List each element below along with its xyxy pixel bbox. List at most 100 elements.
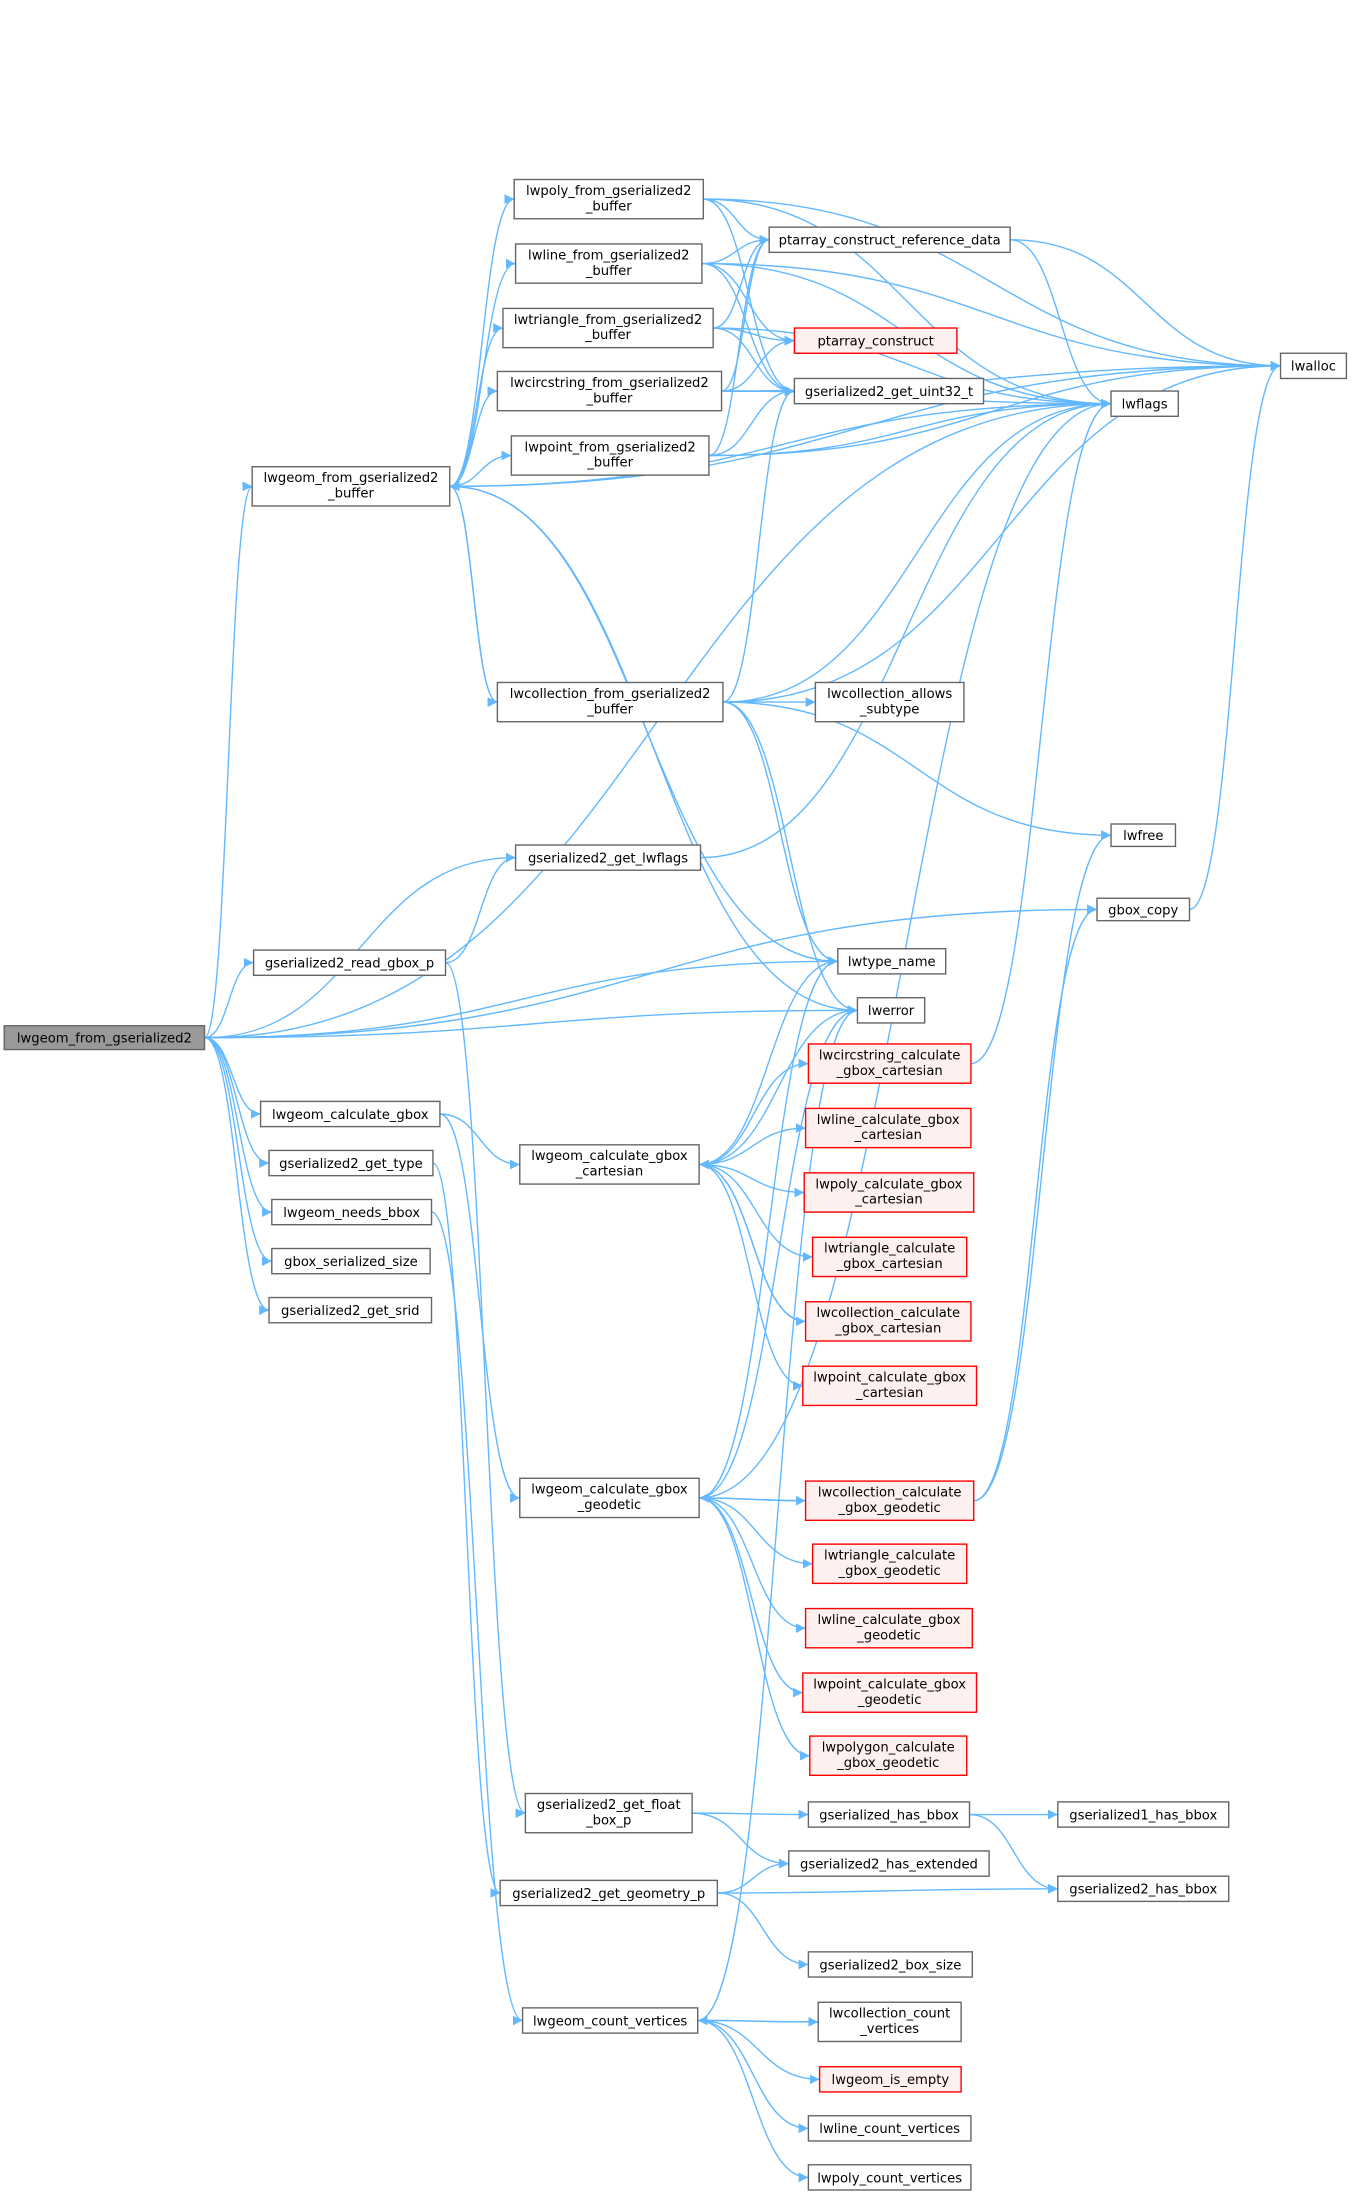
node-lwpoly-count-vertices[interactable]: lwpoly_count_vertices	[807, 2164, 972, 2191]
node-gserialized2-get-type[interactable]: gserialized2_get_type	[268, 1149, 434, 1177]
node-box	[807, 1801, 971, 1828]
edge-countv-to-linecount	[697, 2019, 809, 2134]
node-label: _gbox_geodetic	[838, 1564, 941, 1579]
node-label: lwgeom_calculate_gbox	[272, 1108, 429, 1123]
edge-root-to-needsbbox	[204, 1036, 272, 1217]
node-gserialized2-has-bbox[interactable]: gserialized2_has_bbox	[1057, 1875, 1230, 1903]
node-lwcollection-from-gserialized2-buffer[interactable]: lwcollection_from_gserialized2_buffer	[496, 681, 724, 723]
edge-coll-to-lwerror	[722, 701, 858, 1016]
node-box	[514, 844, 702, 871]
edge-point-to-u32	[708, 386, 795, 457]
node-gserialized2-read-gbox-p[interactable]: gserialized2_read_gbox_p	[252, 949, 447, 977]
node-lwpoint-calculate-gbox-geodetic[interactable]: lwpoint_calculate_gbox_geodetic	[802, 1672, 978, 1713]
node-box	[259, 1100, 441, 1128]
node-lwcollection-count-vertices[interactable]: lwcollection_count_vertices	[817, 2001, 962, 2043]
node-lwpoint-calculate-gbox-cartesian[interactable]: lwpoint_calculate_gbox_cartesian	[802, 1365, 978, 1407]
edge-geod-to-g_point	[699, 1497, 803, 1698]
edge-coll-to-lwfree	[722, 701, 1112, 841]
node-lwgeom-is-empty[interactable]: lwgeom_is_empty	[818, 2066, 962, 2093]
node-label: lwtype_name	[848, 955, 936, 970]
node-lwtriangle-calculate-gbox-geodetic[interactable]: lwtriangle_calculate_gbox_geodetic	[811, 1543, 968, 1585]
node-lwgeom-calculate-gbox[interactable]: lwgeom_calculate_gbox	[259, 1100, 441, 1128]
node-gserialized2-box-size[interactable]: gserialized2_box_size	[807, 1951, 974, 1978]
node-gserialized2-get-srid[interactable]: gserialized2_get_srid	[268, 1296, 433, 1324]
node-label: lwline_from_gserialized2	[528, 248, 689, 263]
node-lwcollection-calculate-gbox-cartesian[interactable]: lwcollection_calculate_gbox_cartesian	[804, 1301, 972, 1342]
node-label: gserialized2_box_size	[819, 1958, 961, 1973]
node-gserialized2-has-extended[interactable]: gserialized2_has_extended	[788, 1850, 990, 1877]
edge-countv-to-polycount	[697, 2019, 809, 2183]
node-lwgeom-calculate-gbox-geodetic[interactable]: lwgeom_calculate_gbox_geodetic	[519, 1477, 700, 1519]
node-box	[271, 1198, 433, 1226]
edge-point-to-pard	[708, 234, 770, 457]
node-lwtype-name[interactable]: lwtype_name	[837, 947, 947, 975]
edge-readgbox-to-floatbox	[445, 961, 526, 1818]
node-label: _gbox_geodetic	[838, 1501, 941, 1516]
node-gserialized2-get-float-box-p[interactable]: gserialized2_get_float_box_p	[524, 1792, 693, 1834]
edge-root-to-readgbox	[204, 957, 254, 1039]
node-label: _gbox_cartesian	[836, 1064, 943, 1079]
node-lwpoly-calculate-gbox-cartesian[interactable]: lwpoly_calculate_gbox_cartesian	[803, 1172, 975, 1213]
node-gbox-copy[interactable]: gbox_copy	[1096, 897, 1191, 922]
node-box	[802, 1672, 978, 1713]
node-lwline-calculate-gbox-cartesian[interactable]: lwline_calculate_gbox_cartesian	[804, 1107, 972, 1149]
node-label: gserialized2_get_type	[279, 1157, 423, 1172]
node-box	[251, 466, 451, 507]
node-lwgeom-needs-bbox[interactable]: lwgeom_needs_bbox	[271, 1198, 433, 1226]
node-lwgeom-count-vertices[interactable]: lwgeom_count_vertices	[521, 2007, 699, 2034]
node-ptarray-construct-reference-data[interactable]: ptarray_construct_reference_data	[768, 226, 1011, 254]
edge-c_coll-to-cart	[699, 1159, 806, 1323]
node-label: lwgeom_from_gserialized2	[263, 471, 438, 486]
node-label: _buffer	[585, 199, 632, 214]
node-lwfree[interactable]: lwfree	[1110, 823, 1177, 848]
node-gbox-serialized-size[interactable]: gbox_serialized_size	[271, 1247, 431, 1275]
node-lwgeom-calculate-gbox-cartesian[interactable]: lwgeom_calculate_gbox_cartesian	[519, 1144, 700, 1185]
node-gserialized2-get-geometry-p[interactable]: gserialized2_get_geometry_p	[499, 1879, 719, 1907]
node-gserialized2-get-lwflags[interactable]: gserialized2_get_lwflags	[514, 844, 702, 871]
node-lwline-count-vertices[interactable]: lwline_count_vertices	[807, 2115, 972, 2142]
node-ptarray-construct[interactable]: ptarray_construct	[793, 327, 958, 354]
node-lwcollection-calculate-gbox-geodetic[interactable]: lwcollection_calculate_gbox_geodetic	[804, 1480, 975, 1522]
node-lwpoly-from-gserialized2-buffer[interactable]: lwpoly_from_gserialized2_buffer	[513, 178, 705, 220]
node-box	[521, 2007, 699, 2034]
node-lwcollection-allows-subtype[interactable]: lwcollection_allows_subtype	[814, 681, 965, 723]
node-gserialized-has-bbox[interactable]: gserialized_has_bbox	[807, 1801, 971, 1828]
edge-line-to-u32	[701, 262, 795, 396]
node-box	[1110, 390, 1179, 417]
node-gserialized1-has-bbox[interactable]: gserialized1_has_bbox	[1057, 1801, 1230, 1828]
node-gserialized2-get-uint32-t[interactable]: gserialized2_get_uint32_t	[793, 377, 985, 405]
node-lwcircstring-calculate-gbox-cartesian[interactable]: lwcircstring_calculate_gbox_cartesian	[807, 1043, 972, 1084]
node-label: lwpoly_calculate_gbox	[815, 1177, 962, 1192]
edge-point-to-lwalloc	[708, 360, 1281, 457]
edge-coll-to-lwflags	[722, 398, 1112, 703]
node-label: gserialized2_get_lwflags	[528, 852, 688, 867]
node-label: _cartesian	[575, 1165, 643, 1180]
node-lwpolygon-calculate-gbox-geodetic[interactable]: lwpolygon_calculate_gbox_geodetic	[809, 1735, 968, 1777]
node-lwcircstring-from-gserialized2-buffer[interactable]: lwcircstring_from_gserialized2_buffer	[496, 370, 723, 412]
edge-cart-to-lwerror	[699, 1005, 858, 1166]
node-label: lwalloc	[1291, 360, 1336, 375]
node-box	[809, 1735, 968, 1777]
edge-coll-to-buf	[449, 481, 498, 703]
node-lwline-calculate-gbox-geodetic[interactable]: lwline_calculate_gbox_geodetic	[804, 1607, 974, 1649]
edge-cart-to-c_point	[699, 1163, 803, 1391]
node-lwtriangle-from-gserialized2-buffer[interactable]: lwtriangle_from_gserialized2_buffer	[502, 307, 714, 349]
node-lwline-from-gserialized2-buffer[interactable]: lwline_from_gserialized2_buffer	[514, 243, 703, 284]
node-lwerror[interactable]: lwerror	[856, 997, 926, 1024]
edge-hasbbox-to-has2	[969, 1813, 1058, 1894]
edge-root-to-typename	[204, 956, 838, 1039]
node-label: lwcollection_count	[829, 2007, 950, 2022]
node-lwpoint-from-gserialized2-buffer[interactable]: lwpoint_from_gserialized2_buffer	[510, 435, 710, 476]
node-lwtriangle-calculate-gbox-cartesian[interactable]: lwtriangle_calculate_gbox_cartesian	[811, 1236, 968, 1278]
edge-cart-to-c_tri	[699, 1163, 813, 1262]
node-lwalloc[interactable]: lwalloc	[1279, 352, 1348, 380]
node-label: gserialized2_has_extended	[800, 1857, 978, 1872]
node-label: lwfree	[1123, 829, 1163, 844]
node-label: _cartesian	[854, 1128, 922, 1143]
node-lwgeom-from-gserialized2[interactable]: lwgeom_from_gserialized2	[3, 1025, 206, 1051]
node-lwflags[interactable]: lwflags	[1110, 390, 1179, 417]
edge-tri-to-pard	[713, 234, 770, 329]
nodes: lwgeom_from_gserialized2lwgeom_from_gser…	[3, 178, 1348, 2191]
edge-root-to-getlwflags	[204, 852, 516, 1039]
node-lwgeom-from-gserialized2-buffer[interactable]: lwgeom_from_gserialized2_buffer	[251, 466, 451, 507]
